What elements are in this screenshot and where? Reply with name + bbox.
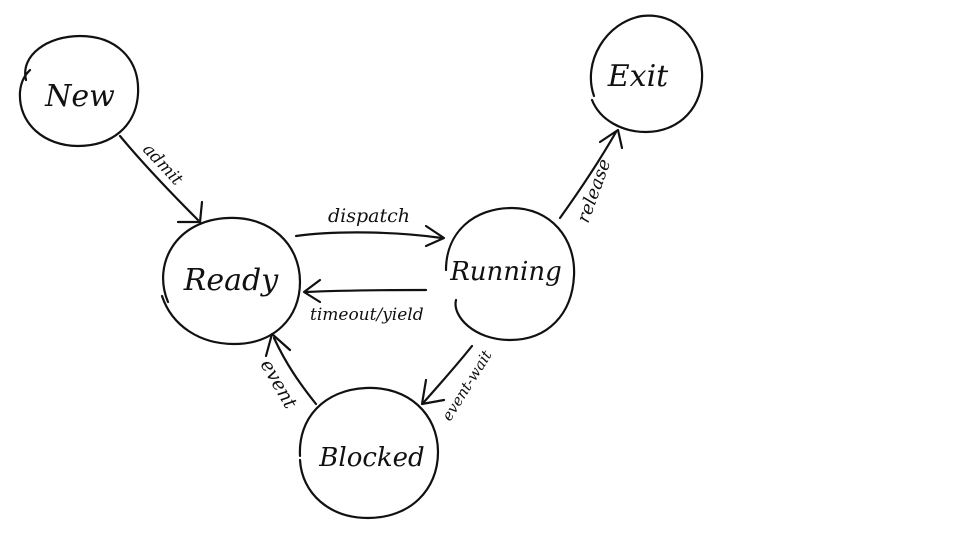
state-exit-circle — [589, 14, 704, 134]
edge-admit-arrowhead — [176, 200, 204, 224]
state-exit-label: Exit — [607, 59, 669, 94]
edge-event-wait-label: event-wait — [438, 346, 496, 424]
edge-release: release — [558, 128, 624, 226]
edge-release-arrowhead — [598, 128, 624, 150]
state-running: Running — [444, 206, 576, 342]
edge-event: event — [256, 332, 318, 413]
edge-timeout-yield: timeout/yield — [302, 278, 428, 325]
edge-dispatch-label: dispatch — [328, 205, 410, 227]
edge-timeout-yield-line — [304, 288, 428, 294]
edge-event-wait: event-wait — [420, 344, 496, 424]
edge-dispatch: dispatch — [294, 205, 446, 248]
state-running-circle — [444, 206, 576, 342]
state-blocked-label: Blocked — [318, 443, 424, 473]
edge-event-wait-line — [422, 344, 474, 404]
state-new-label: New — [44, 79, 115, 114]
state-ready-label: Ready — [183, 263, 279, 298]
edge-event-wait-arrowhead — [420, 378, 446, 406]
edge-dispatch-arrowhead — [424, 224, 446, 248]
edge-event-label: event — [256, 356, 302, 413]
edge-timeout-yield-arrowhead — [302, 278, 322, 304]
state-ready-circle — [160, 216, 302, 346]
edge-admit-line — [118, 134, 200, 222]
edge-admit: admit — [118, 134, 204, 224]
state-new-circle — [18, 34, 140, 148]
state-new: New — [18, 34, 140, 148]
edge-dispatch-line — [294, 231, 444, 240]
state-running-label: Running — [449, 257, 562, 287]
state-blocked: Blocked — [298, 386, 440, 520]
edge-timeout-yield-label: timeout/yield — [310, 305, 424, 325]
state-blocked-circle — [298, 386, 440, 520]
edge-event-line — [272, 336, 318, 406]
edge-event-arrowhead — [264, 332, 292, 358]
edge-release-line — [558, 130, 618, 220]
state-exit: Exit — [589, 14, 704, 134]
state-ready: Ready — [160, 216, 302, 346]
